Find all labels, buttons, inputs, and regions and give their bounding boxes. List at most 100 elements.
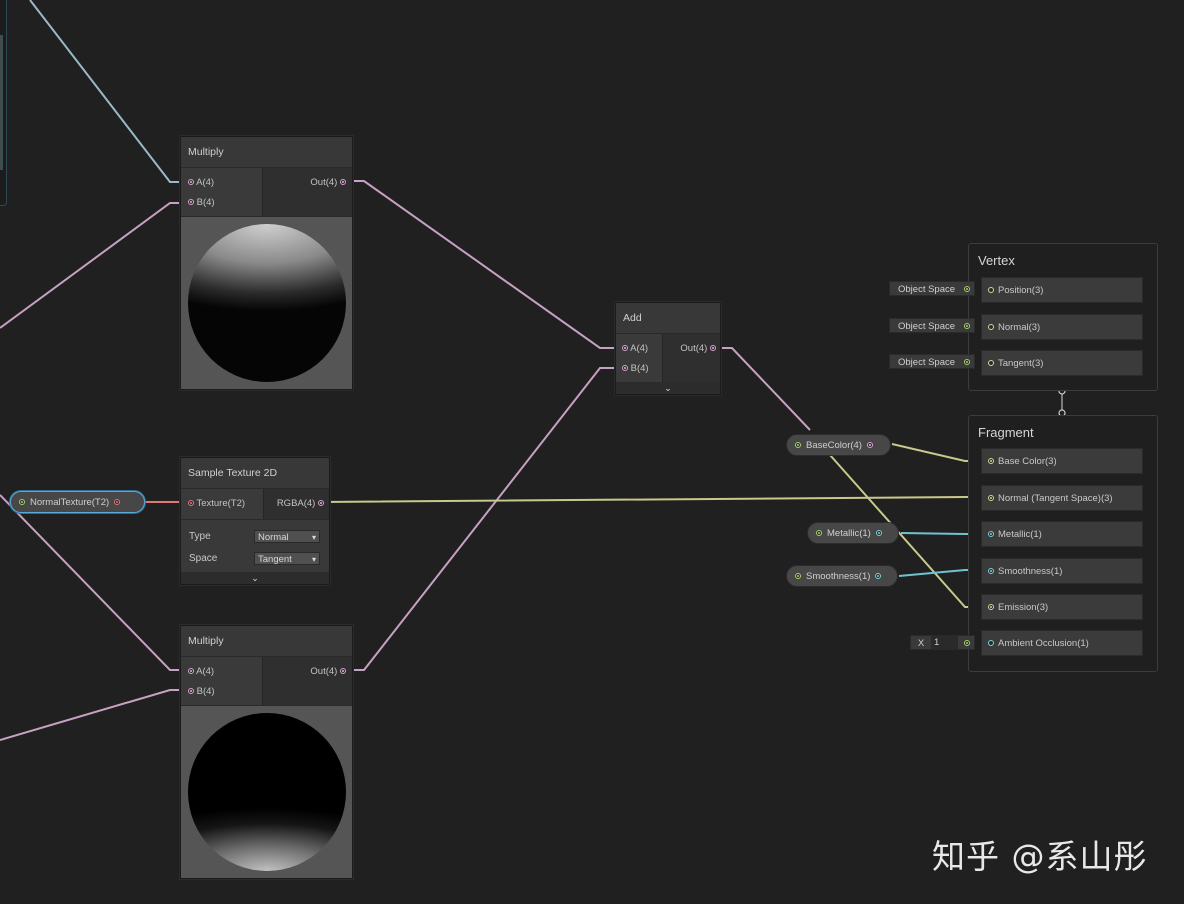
sample-texture-2d-node[interactable]: Sample Texture 2D Texture(T2) RGBA(4) Ty… bbox=[180, 457, 330, 585]
block-normal-tangent-space[interactable]: Normal (Tangent Space)(3) bbox=[981, 485, 1143, 511]
block-ambient-occlusion[interactable]: Ambient Occlusion(1) bbox=[981, 630, 1143, 656]
normal-space-input[interactable]: Object Space bbox=[889, 318, 975, 333]
port-dot-icon[interactable] bbox=[188, 179, 194, 186]
collapse-toggle[interactable]: ⌄ bbox=[181, 572, 329, 584]
block-base-color[interactable]: Base Color(3) bbox=[981, 448, 1143, 474]
block-emission[interactable]: Emission(3) bbox=[981, 594, 1143, 620]
wire-sample-rgba-to-normal bbox=[321, 496, 990, 503]
output-port-icon[interactable] bbox=[114, 499, 121, 506]
vertex-context[interactable]: Vertex Position(3) Normal(3) Tangent(3) bbox=[968, 243, 1158, 391]
wire-multiply-bottom-to-add-b bbox=[346, 367, 620, 671]
input-port-icon[interactable] bbox=[988, 531, 994, 538]
port-dot-icon bbox=[964, 640, 970, 646]
input-port-icon[interactable] bbox=[988, 604, 994, 611]
input-port-icon[interactable] bbox=[988, 324, 994, 331]
wire-add-to-basecolor-property bbox=[714, 347, 811, 431]
input-port-a[interactable]: A(4) bbox=[181, 662, 262, 682]
position-space-input[interactable]: Object Space bbox=[889, 281, 975, 296]
port-label: A(4) bbox=[196, 177, 215, 188]
node-preview bbox=[181, 216, 352, 389]
port-dot-icon[interactable] bbox=[710, 345, 716, 352]
property-node-normal-texture[interactable]: NormalTexture(T2) bbox=[10, 491, 145, 513]
tangent-space-input[interactable]: Object Space bbox=[889, 354, 975, 369]
input-port-icon[interactable] bbox=[988, 458, 994, 465]
port-label: Out(4) bbox=[310, 177, 338, 188]
input-port-icon[interactable] bbox=[988, 360, 994, 367]
multiply-node-top[interactable]: Multiply A(4) B(4) Out(4) bbox=[180, 136, 353, 390]
port-dot-icon[interactable] bbox=[340, 668, 346, 675]
output-port-out[interactable]: Out(4) bbox=[263, 662, 352, 682]
offscreen-node-edge bbox=[0, 0, 7, 206]
add-node[interactable]: Add A(4) B(4) Out(4) ⌄ bbox=[615, 302, 721, 395]
node-title[interactable]: Multiply bbox=[181, 137, 352, 168]
input-port-b[interactable]: B(4) bbox=[181, 193, 262, 213]
block-position[interactable]: Position(3) bbox=[981, 277, 1143, 303]
block-normal[interactable]: Normal(3) bbox=[981, 314, 1143, 340]
property-node-smoothness[interactable]: Smoothness(1) bbox=[786, 565, 898, 587]
block-tangent[interactable]: Tangent(3) bbox=[981, 350, 1143, 376]
block-label: Position(3) bbox=[998, 285, 1044, 296]
property-label: Metallic(1) bbox=[827, 528, 871, 539]
output-port-icon[interactable] bbox=[875, 573, 882, 580]
port-dot-icon[interactable] bbox=[340, 179, 346, 186]
input-port-icon[interactable] bbox=[988, 495, 994, 502]
port-label: Out(4) bbox=[310, 666, 338, 677]
port-label: B(4) bbox=[196, 197, 215, 208]
port-label: A(4) bbox=[196, 666, 215, 677]
node-title[interactable]: Multiply bbox=[181, 626, 352, 657]
space-label: Object Space bbox=[898, 321, 956, 332]
output-port-rgba[interactable]: RGBA(4) bbox=[264, 494, 329, 514]
property-dot-icon bbox=[19, 499, 25, 506]
block-label: Ambient Occlusion(1) bbox=[998, 638, 1089, 649]
block-label: Smoothness(1) bbox=[998, 566, 1063, 577]
port-dot-icon[interactable] bbox=[188, 500, 194, 507]
property-label: NormalTexture(T2) bbox=[30, 497, 110, 508]
output-port-out[interactable]: Out(4) bbox=[663, 339, 720, 359]
input-port-icon[interactable] bbox=[988, 640, 994, 647]
property-dot-icon bbox=[795, 442, 801, 449]
preview-sphere bbox=[188, 224, 346, 382]
property-node-metallic[interactable]: Metallic(1) bbox=[807, 522, 899, 544]
node-title[interactable]: Sample Texture 2D bbox=[181, 458, 329, 489]
input-port-b[interactable]: B(4) bbox=[616, 359, 662, 379]
input-port-icon[interactable] bbox=[988, 568, 994, 575]
wire-multiply-top-to-add-a bbox=[346, 180, 620, 349]
input-port-texture[interactable]: Texture(T2) bbox=[181, 494, 263, 514]
block-label: Emission(3) bbox=[998, 602, 1049, 613]
block-label: Tangent(3) bbox=[998, 358, 1044, 369]
port-dot-icon[interactable] bbox=[318, 500, 324, 507]
input-port-icon[interactable] bbox=[988, 287, 994, 294]
input-port-a[interactable]: A(4) bbox=[616, 339, 662, 359]
wire-input-to-multiply-bottom-b bbox=[0, 689, 186, 741]
property-node-base-color[interactable]: BaseColor(4) bbox=[786, 434, 891, 456]
space-label: Object Space bbox=[898, 284, 956, 295]
port-dot-icon[interactable] bbox=[188, 199, 194, 206]
port-dot-icon[interactable] bbox=[622, 345, 628, 352]
multiply-node-bottom[interactable]: Multiply A(4) B(4) Out(4) bbox=[180, 625, 353, 879]
ao-value-field[interactable]: 1 bbox=[931, 636, 958, 649]
port-label: A(4) bbox=[630, 343, 649, 354]
block-metallic[interactable]: Metallic(1) bbox=[981, 521, 1143, 547]
output-port-out[interactable]: Out(4) bbox=[263, 173, 352, 193]
preview-sphere bbox=[188, 713, 346, 871]
collapse-toggle[interactable]: ⌄ bbox=[616, 382, 720, 394]
port-label: Texture(T2) bbox=[196, 498, 246, 509]
port-dot-icon[interactable] bbox=[622, 365, 628, 372]
block-smoothness[interactable]: Smoothness(1) bbox=[981, 558, 1143, 584]
chevron-down-icon: ⌄ bbox=[251, 573, 259, 583]
type-dropdown[interactable]: Normal bbox=[254, 530, 320, 544]
space-dropdown[interactable]: Tangent bbox=[254, 552, 320, 566]
input-port-a[interactable]: A(4) bbox=[181, 173, 262, 193]
node-title[interactable]: Add bbox=[616, 303, 720, 334]
property-dot-icon bbox=[816, 530, 822, 537]
port-dot-icon[interactable] bbox=[188, 688, 194, 695]
output-port-icon[interactable] bbox=[875, 530, 882, 537]
input-port-b[interactable]: B(4) bbox=[181, 682, 262, 702]
output-port-icon[interactable] bbox=[866, 442, 873, 449]
fragment-context[interactable]: Fragment Base Color(3) Normal (Tangent S… bbox=[968, 415, 1158, 672]
node-settings: Type Normal Space Tangent bbox=[181, 519, 329, 572]
port-dot-icon[interactable] bbox=[188, 668, 194, 675]
context-title: Vertex bbox=[978, 253, 1015, 268]
